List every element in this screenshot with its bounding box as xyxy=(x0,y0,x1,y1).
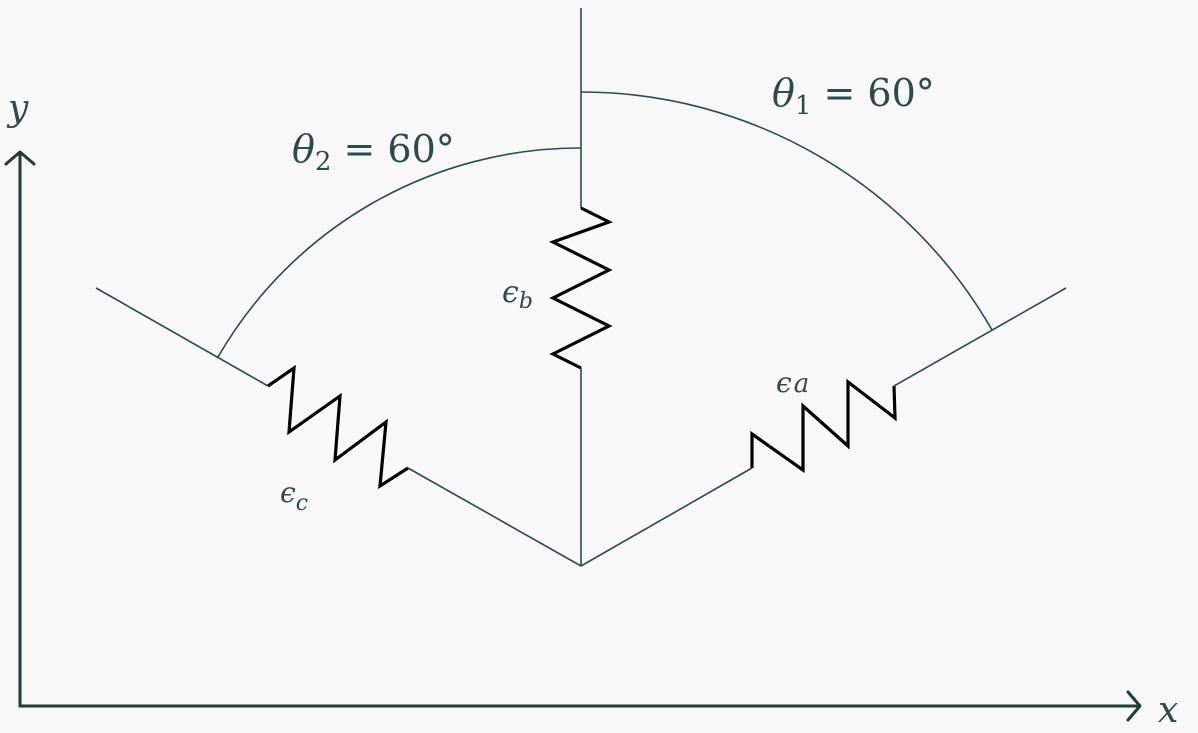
gauge-b-label: ϵb xyxy=(502,275,533,314)
theta2-label: θ2 = 60° xyxy=(292,127,455,177)
gauge-a-label: ϵa xyxy=(776,366,809,399)
y-axis-arrowhead xyxy=(4,150,36,166)
theta1-arc xyxy=(580,91,993,331)
gauge-c-line-lower xyxy=(407,467,582,567)
gauge-a: ϵa xyxy=(580,287,1067,567)
gauge-a-line-upper xyxy=(893,287,1067,387)
x-axis-label: x xyxy=(1158,690,1178,731)
x-axis-arrowhead xyxy=(1126,690,1142,722)
angle-arcs xyxy=(217,91,993,358)
gauge-c-line-upper xyxy=(95,287,269,387)
gauge-a-spring xyxy=(750,378,897,474)
theta1-label: θ1 = 60° xyxy=(772,71,935,121)
y-axis-label: y xyxy=(6,88,29,129)
gauge-c: ϵc xyxy=(95,287,582,567)
theta2-arc xyxy=(217,147,582,358)
gauge-a-line-lower xyxy=(580,467,753,567)
gauge-c-spring xyxy=(267,364,409,490)
gauge-b: ϵb xyxy=(502,8,614,566)
coordinate-axes: y x xyxy=(4,88,1178,731)
gauge-c-label: ϵc xyxy=(280,476,308,516)
gauge-b-spring xyxy=(548,206,614,370)
